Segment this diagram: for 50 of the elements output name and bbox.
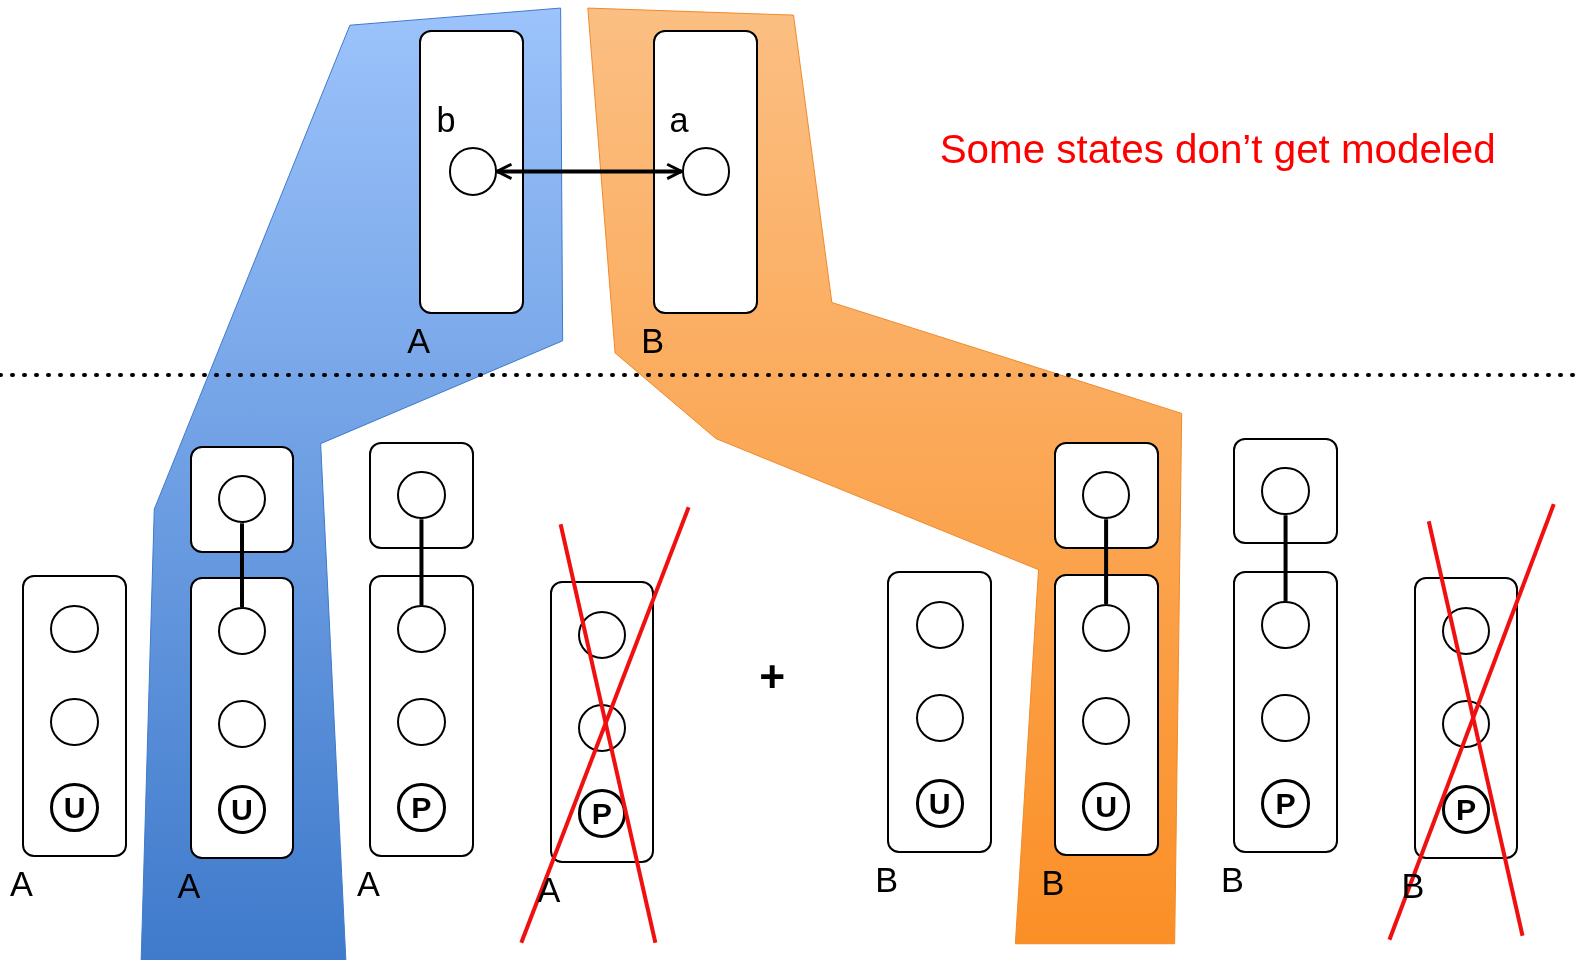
- connector-line: [1283, 515, 1288, 601]
- connector-line: [419, 519, 424, 605]
- state-circle: [681, 147, 730, 196]
- binding-box: [1053, 441, 1159, 549]
- binding-box: [189, 445, 295, 553]
- state-circle: [397, 697, 446, 747]
- molecule-box: [419, 30, 525, 314]
- state-circle: U: [50, 783, 99, 832]
- state-circle: P: [397, 783, 446, 832]
- double-arrow: [495, 162, 684, 181]
- box-label: B: [641, 323, 665, 358]
- state-circle: U: [915, 779, 964, 828]
- state-circle: [397, 604, 446, 654]
- note-text: Some states don’t get modeled: [939, 129, 1496, 170]
- molecule-box: [653, 30, 759, 314]
- molecule-box: [189, 576, 295, 860]
- molecule-box: [22, 574, 128, 858]
- molecule-box: [1233, 570, 1338, 853]
- state-circle: P: [577, 789, 627, 838]
- plus-sign: +: [759, 655, 786, 700]
- box-label: B: [1221, 863, 1244, 898]
- box-label: B: [875, 863, 899, 898]
- molecule-box: [1413, 576, 1519, 860]
- state-circle: [1261, 466, 1310, 516]
- box-label: A: [10, 867, 33, 902]
- connector-line: [240, 523, 244, 607]
- state-circle: P: [1441, 785, 1491, 834]
- box-label: A: [407, 323, 431, 358]
- state-circle: [50, 604, 99, 654]
- circle-label: a: [669, 102, 689, 138]
- molecule-box: [549, 580, 655, 864]
- molecule-box: [369, 574, 474, 858]
- state-circle: [50, 697, 99, 747]
- binding-box: [369, 441, 474, 549]
- circle-label: b: [436, 102, 456, 138]
- state-circle: P: [1261, 779, 1310, 828]
- state-circle: U: [1081, 782, 1131, 831]
- molecule-box: [887, 570, 993, 853]
- box-label: A: [177, 869, 201, 904]
- state-circle: [397, 470, 446, 520]
- connector-line: [1104, 519, 1109, 604]
- state-circle: [577, 611, 627, 660]
- molecule-box: [1053, 573, 1159, 856]
- state-circle: [1261, 693, 1310, 743]
- state-circle: [1261, 600, 1310, 650]
- state-circle: U: [217, 785, 267, 834]
- state-circle: [448, 147, 498, 196]
- box-label: A: [356, 867, 380, 902]
- box-label: B: [1041, 866, 1065, 901]
- binding-box: [1233, 437, 1338, 545]
